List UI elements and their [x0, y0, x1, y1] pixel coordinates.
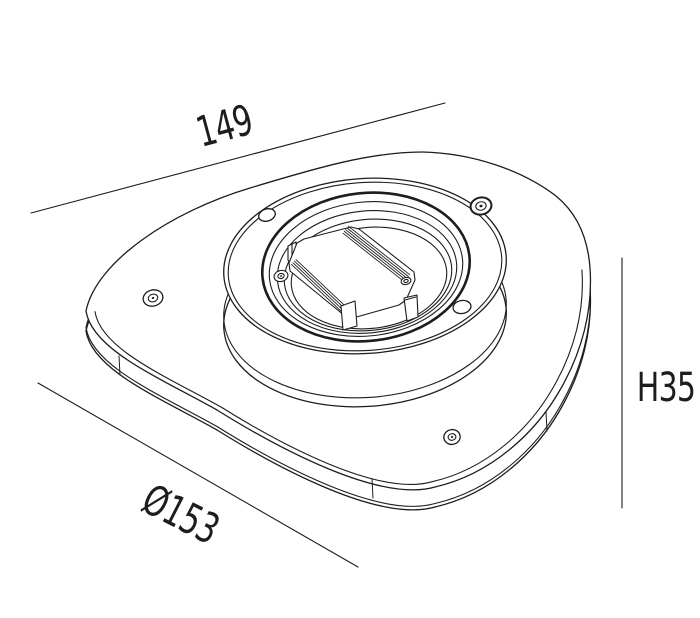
height-dimension-label: H35	[637, 365, 695, 411]
bracket-foot-bottom	[340, 300, 358, 331]
ring-outer-inner-line	[227, 181, 503, 352]
bracket-rail-lower	[291, 259, 351, 316]
flange-screw-top-right	[469, 196, 493, 216]
body-screw-left	[142, 289, 164, 307]
dimension-height-group: H35	[621, 257, 696, 509]
bracket-rail-upper	[342, 225, 411, 283]
flange-hole-top-left	[258, 208, 276, 222]
width-dimension-line	[30, 102, 446, 214]
diameter-dimension-line	[37, 382, 359, 568]
bracket-foot-right-edge	[404, 296, 417, 301]
diameter-dimension-label: Ø153	[134, 474, 226, 554]
width-dimension-label: 149	[191, 95, 257, 157]
body-screw-bottom	[443, 428, 461, 446]
bracket-pin	[400, 276, 412, 286]
bracket-foot-right	[403, 294, 419, 322]
flange-hole-bottom-right	[452, 299, 472, 315]
bracket-screw	[273, 269, 289, 283]
side-wall-tick-bottom	[371, 478, 374, 499]
mounting-bracket-group	[273, 225, 419, 331]
side-wall-tick-right	[545, 411, 548, 432]
side-wall-tick-left	[118, 355, 121, 376]
body-chamfer-line	[94, 269, 583, 485]
